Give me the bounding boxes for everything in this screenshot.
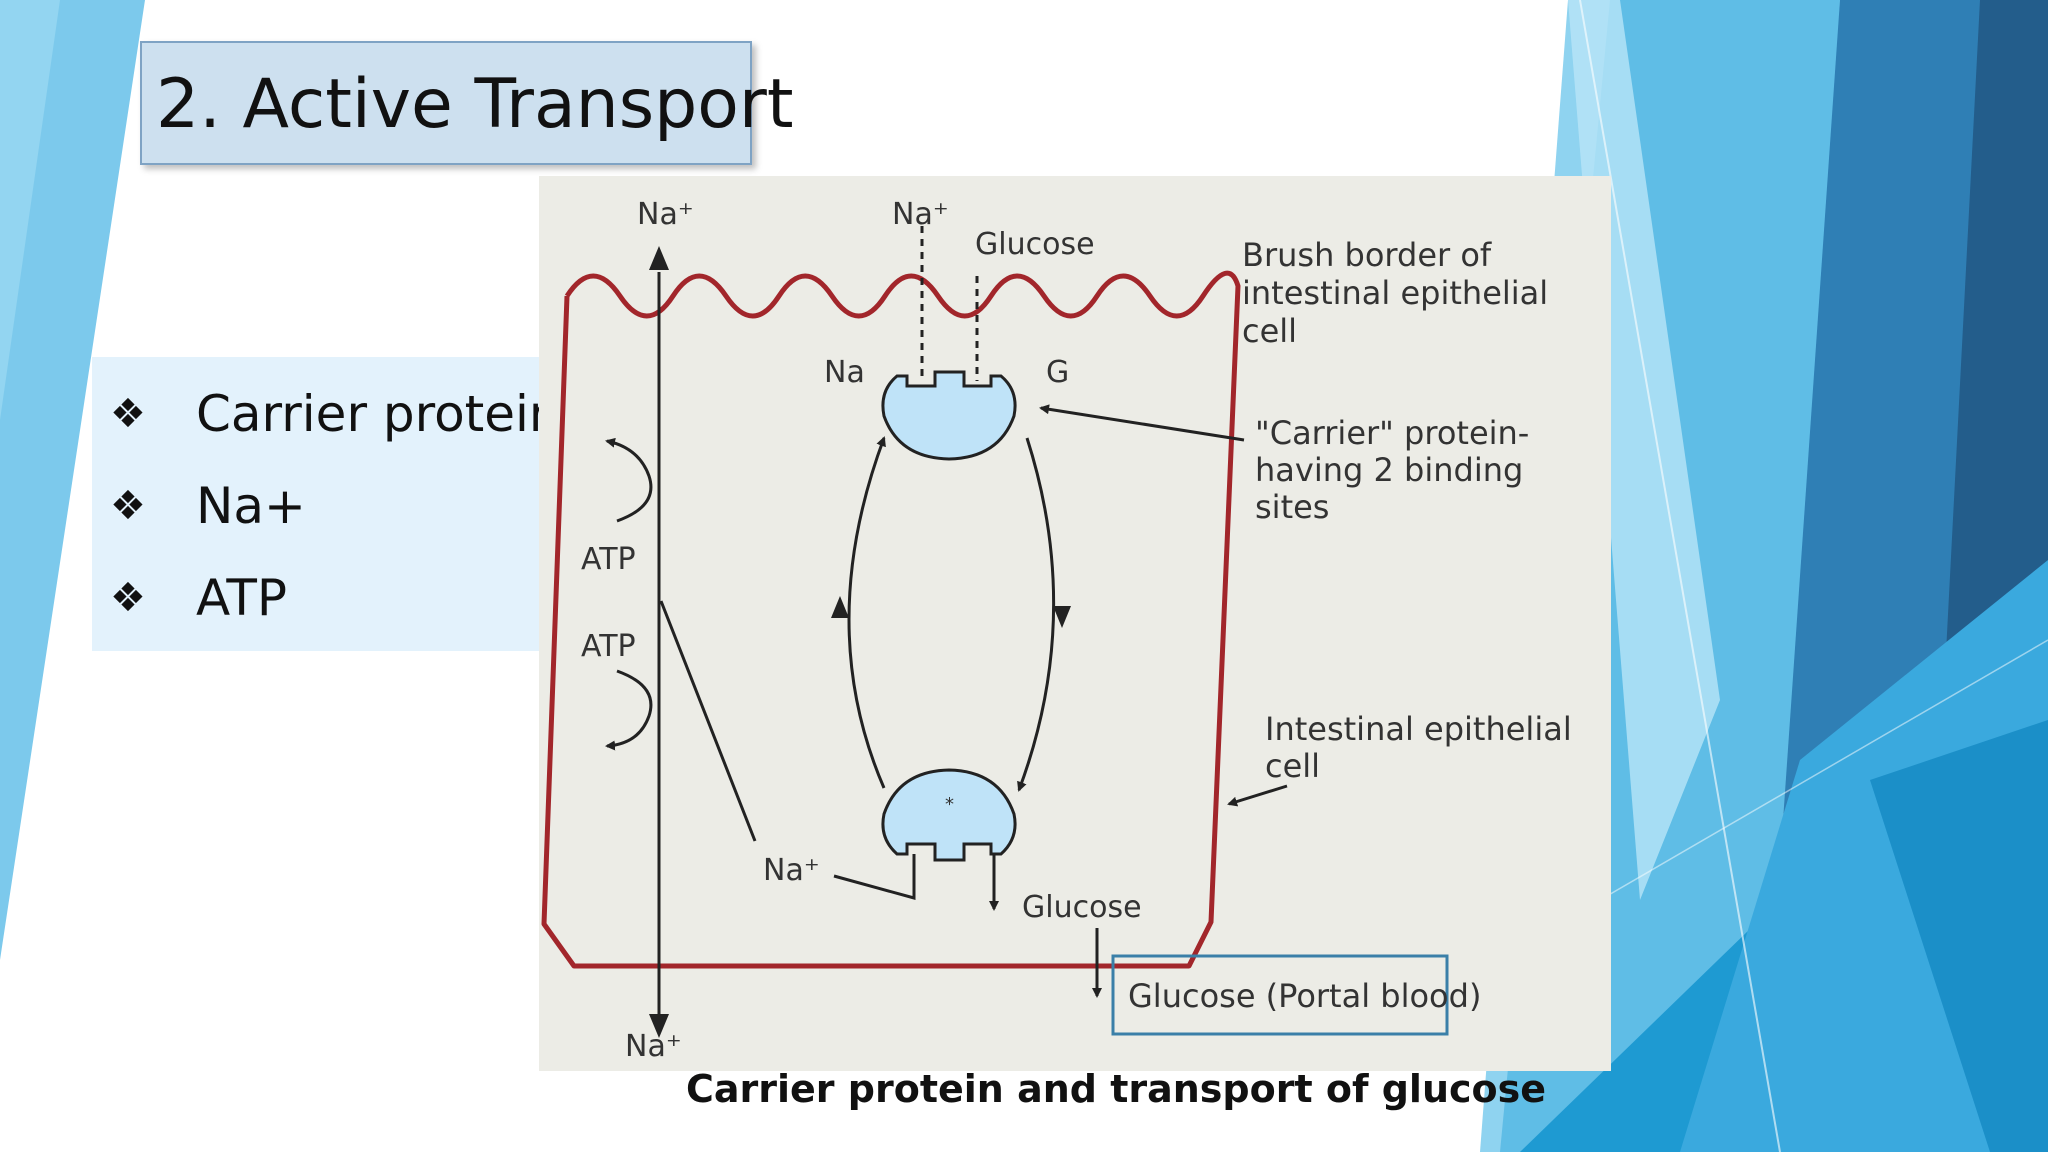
arrow-mid-up-icon [831,596,849,618]
bullet-text: Na+ [196,477,306,535]
label-glucose-bottom: Glucose [1022,890,1142,925]
bullet-item: ❖ Carrier protein [110,385,561,443]
arrow-up-icon [649,246,669,270]
label-na-bottom-outer: Na⁺ [625,1029,682,1064]
carrier-star: * [945,794,954,815]
bullet-item: ❖ Na+ [110,477,306,535]
transport-diagram: * Na⁺ Na⁺ Glucose Na G ATP ATP Na⁺ Gluco… [541,197,1582,1064]
label-atp-2: ATP [581,629,636,664]
label-glucose-portal: Glucose (Portal blood) [1128,977,1481,1015]
label-glucose-top: Glucose [975,227,1095,262]
label-brush-border: Brush border of intestinal epithelial ce… [1242,236,1558,350]
diagram-panel: * Na⁺ Na⁺ Glucose Na G ATP ATP Na⁺ Gluco… [539,176,1611,1071]
label-atp-1: ATP [581,542,636,577]
diamond-cluster-icon: ❖ [110,575,146,621]
carrier-protein-bottom [881,768,1017,862]
atp-arrow-lower [605,669,653,751]
cell-membrane [541,270,1241,969]
label-na-top-left: Na⁺ [637,197,694,232]
title-box: 2. Active Transport [140,41,794,165]
label-carrier-protein: "Carrier" protein- having 2 binding site… [1255,414,1540,526]
bullet-item: ❖ ATP [110,569,287,627]
arrow-down-icon [649,1014,669,1038]
label-na-bottom-inner: Na⁺ [763,853,820,888]
diagram-caption: Carrier protein and transport of glucose [686,1067,1547,1111]
label-na-top-center: Na⁺ [892,197,949,232]
diamond-cluster-icon: ❖ [110,391,146,437]
na-release-line [833,854,916,900]
bullet-text: ATP [196,569,288,627]
label-epithelial-cell: Intestinal epithelial cell [1265,710,1582,785]
diamond-cluster-icon: ❖ [110,483,146,529]
bullet-text: Carrier protein [196,385,561,443]
atp-to-na-line [659,600,757,842]
cycle-arrow-down [1017,437,1056,792]
portal-box [1111,954,1449,1036]
carrier-protein-top [881,370,1017,461]
cycle-arrow-up [847,436,886,789]
cell-pointer-arrow [1227,784,1288,807]
atp-arrow-upper [605,437,653,523]
bullet-list: ❖ Carrier protein ❖ Na+ ❖ ATP [92,357,561,651]
label-na-site: Na [824,355,865,390]
arrow-mid-down-icon [1053,606,1071,628]
slide-title: 2. Active Transport [156,65,794,144]
carrier-pointer-arrow [1039,404,1245,442]
label-g-site: G [1046,355,1069,390]
